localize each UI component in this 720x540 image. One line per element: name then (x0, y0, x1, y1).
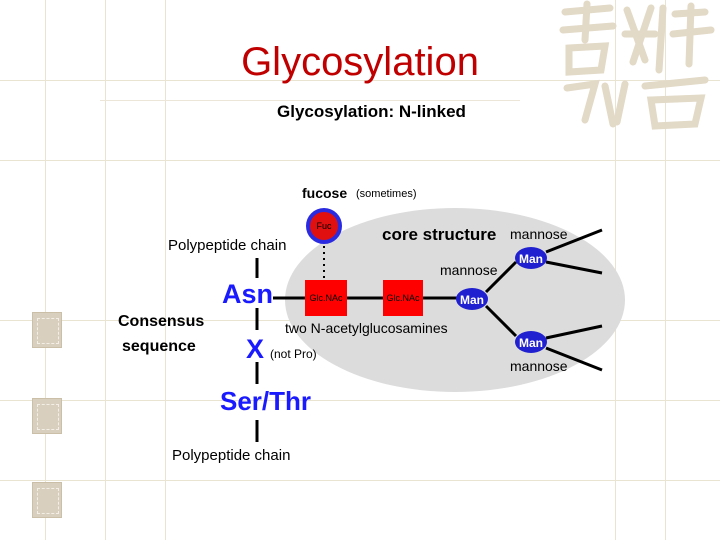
decorative-seal (32, 482, 62, 518)
consensus-label-line2: sequence (122, 338, 196, 355)
background-grid-line (0, 160, 720, 161)
glcnac-node-2-label: Glc.NAc (386, 293, 420, 303)
two-glcnac-label: two N-acetylglucosamines (285, 320, 448, 336)
glcnac-node-1-label: Glc.NAc (309, 293, 343, 303)
background-grid-line (45, 0, 46, 540)
glcnac-node-2 (383, 280, 423, 316)
core-structure-label: core structure (382, 225, 496, 244)
fucose-node (306, 208, 342, 244)
residue-asn: Asn (222, 279, 273, 309)
mannose-node-bottom (515, 331, 547, 353)
consensus-label-line1: Consensus (118, 313, 204, 330)
diagram-heading: Glycosylation: N-linked (277, 102, 466, 121)
residue-ser-thr: Ser/Thr (220, 386, 311, 416)
background-grid-line (0, 80, 720, 81)
fucose-note: (sometimes) (356, 188, 417, 200)
mannose-node-center (456, 288, 488, 310)
background-grid-line (0, 480, 720, 481)
slide-title: Glycosylation (241, 40, 479, 84)
background-grid-line (165, 0, 166, 540)
decorative-seal (32, 312, 62, 348)
mannose-label-top: mannose (510, 226, 568, 242)
title-divider (100, 100, 520, 101)
fucose-label: fucose (302, 185, 347, 201)
mannose-node-top-label: Man (519, 252, 543, 266)
background-grid-line (0, 400, 720, 401)
polypeptide-chain-bottom-label: Polypeptide chain (172, 447, 290, 464)
polypeptide-chain-top-label: Polypeptide chain (168, 237, 286, 254)
glycosidic-bonds (273, 228, 603, 372)
mannose-node-bottom-label: Man (519, 336, 543, 350)
background-grid-line (665, 0, 666, 540)
background-grid-line (105, 0, 106, 540)
mannose-label-bottom: mannose (510, 358, 568, 374)
glcnac-node-1 (305, 280, 347, 316)
fucose-node-label: Fuc (316, 221, 332, 231)
calligraphy-decoration (559, 0, 715, 130)
mannose-node-center-label: Man (460, 293, 484, 307)
decorative-seal (32, 398, 62, 434)
mannose-label-middle: mannose (440, 262, 498, 278)
mannose-node-top (515, 247, 547, 269)
residue-x-note: (not Pro) (270, 347, 317, 361)
residue-x: X (246, 334, 264, 364)
